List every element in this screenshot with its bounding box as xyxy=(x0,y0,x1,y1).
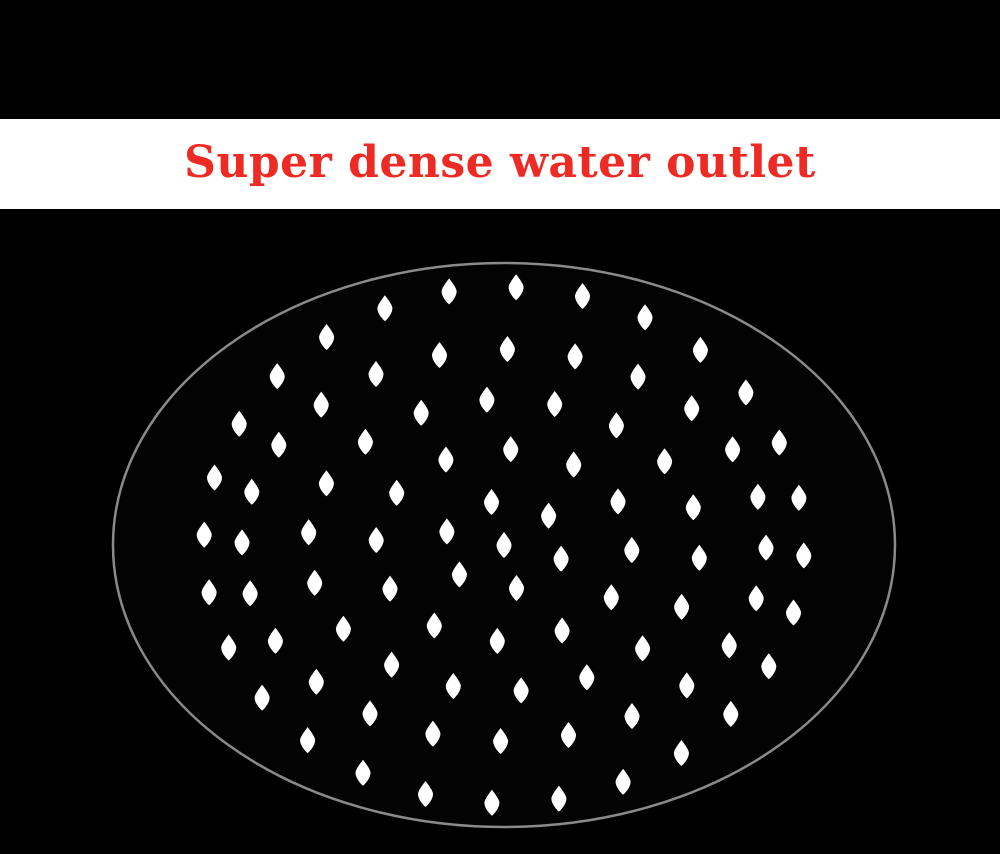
water-nozzle xyxy=(368,527,384,553)
water-nozzle xyxy=(384,651,400,678)
water-nozzle xyxy=(547,391,563,417)
water-nozzle xyxy=(207,464,222,491)
water-nozzle xyxy=(484,789,500,816)
water-nozzle xyxy=(553,545,569,572)
water-nozzle xyxy=(445,673,461,699)
headline-banner: Super dense water outlet xyxy=(0,119,1000,209)
water-nozzle xyxy=(496,532,512,558)
water-nozzle xyxy=(357,428,373,455)
water-nozzle xyxy=(603,584,619,611)
water-nozzle xyxy=(738,379,754,406)
water-nozzle xyxy=(254,684,270,711)
water-nozzle xyxy=(308,668,324,695)
water-nozzle xyxy=(313,391,329,418)
water-nozzle xyxy=(382,575,398,602)
water-nozzle xyxy=(786,599,801,626)
water-nozzle xyxy=(758,534,774,561)
water-nozzle xyxy=(438,446,454,473)
headline-text: Super dense water outlet xyxy=(184,136,816,188)
water-nozzle xyxy=(242,580,258,607)
water-nozzle xyxy=(615,768,631,795)
water-nozzle xyxy=(231,410,247,437)
water-nozzle xyxy=(610,488,626,515)
water-nozzle xyxy=(685,494,701,521)
water-nozzle xyxy=(567,343,583,370)
water-nozzle xyxy=(624,537,640,563)
water-nozzle xyxy=(318,470,334,497)
water-nozzle xyxy=(721,632,737,659)
water-nozzle xyxy=(425,720,441,747)
shower-head-faceplate xyxy=(111,261,897,829)
water-nozzle xyxy=(300,727,316,754)
water-nozzle xyxy=(484,489,499,515)
water-nozzle xyxy=(355,759,371,786)
water-nozzle xyxy=(319,324,335,350)
shower-head-photo xyxy=(0,209,1000,854)
water-nozzle xyxy=(566,451,582,478)
water-nozzle xyxy=(418,781,433,807)
water-nozzle xyxy=(684,395,700,422)
water-nozzle xyxy=(624,703,640,729)
water-nozzle xyxy=(499,336,515,362)
water-nozzle xyxy=(608,412,624,439)
water-nozzle xyxy=(513,677,529,704)
water-nozzle xyxy=(493,728,509,754)
water-nozzle xyxy=(234,529,250,556)
water-nozzle xyxy=(630,363,646,390)
water-nozzle xyxy=(796,542,812,569)
water-nozzle xyxy=(489,627,505,654)
water-nozzle xyxy=(561,722,576,748)
water-nozzle xyxy=(439,518,455,545)
water-nozzle xyxy=(301,519,317,546)
water-nozzle xyxy=(725,436,741,463)
water-nozzle xyxy=(761,653,777,680)
water-nozzle xyxy=(657,448,673,475)
water-nozzle xyxy=(441,278,457,305)
water-nozzle xyxy=(637,304,653,331)
water-nozzle xyxy=(673,740,689,766)
water-nozzle xyxy=(503,436,519,463)
water-nozzle xyxy=(269,363,285,390)
water-nozzle xyxy=(509,575,524,601)
water-nozzle xyxy=(692,336,708,363)
water-nozzle xyxy=(307,569,323,596)
water-nozzle xyxy=(691,544,707,571)
water-nozzle xyxy=(750,483,766,510)
water-nozzle xyxy=(791,484,807,511)
water-nozzle xyxy=(771,429,787,456)
water-nozzle xyxy=(479,386,495,413)
water-nozzle xyxy=(368,361,384,387)
water-nozzle xyxy=(271,431,287,458)
water-nozzle xyxy=(748,585,764,612)
water-nozzle xyxy=(389,479,405,506)
water-nozzle xyxy=(579,664,595,691)
nozzle-group xyxy=(196,274,812,816)
water-nozzle xyxy=(335,615,351,642)
water-nozzle xyxy=(432,342,447,368)
water-nozzle xyxy=(723,700,739,727)
water-nozzle xyxy=(413,399,429,426)
water-nozzle xyxy=(508,274,524,301)
water-nozzle xyxy=(451,561,467,588)
water-nozzle xyxy=(244,478,260,505)
water-nozzle xyxy=(554,617,570,644)
water-nozzle xyxy=(196,521,212,548)
water-nozzle xyxy=(221,634,237,661)
water-nozzle xyxy=(267,627,283,654)
water-nozzle xyxy=(679,672,695,699)
water-nozzle xyxy=(575,283,590,309)
water-nozzle xyxy=(674,593,690,620)
water-nozzle xyxy=(635,635,651,662)
water-nozzle xyxy=(426,612,442,639)
water-nozzle xyxy=(541,502,557,529)
water-nozzle xyxy=(201,579,217,606)
water-nozzle xyxy=(551,785,567,812)
water-nozzle xyxy=(377,295,393,322)
water-nozzle xyxy=(362,700,378,727)
